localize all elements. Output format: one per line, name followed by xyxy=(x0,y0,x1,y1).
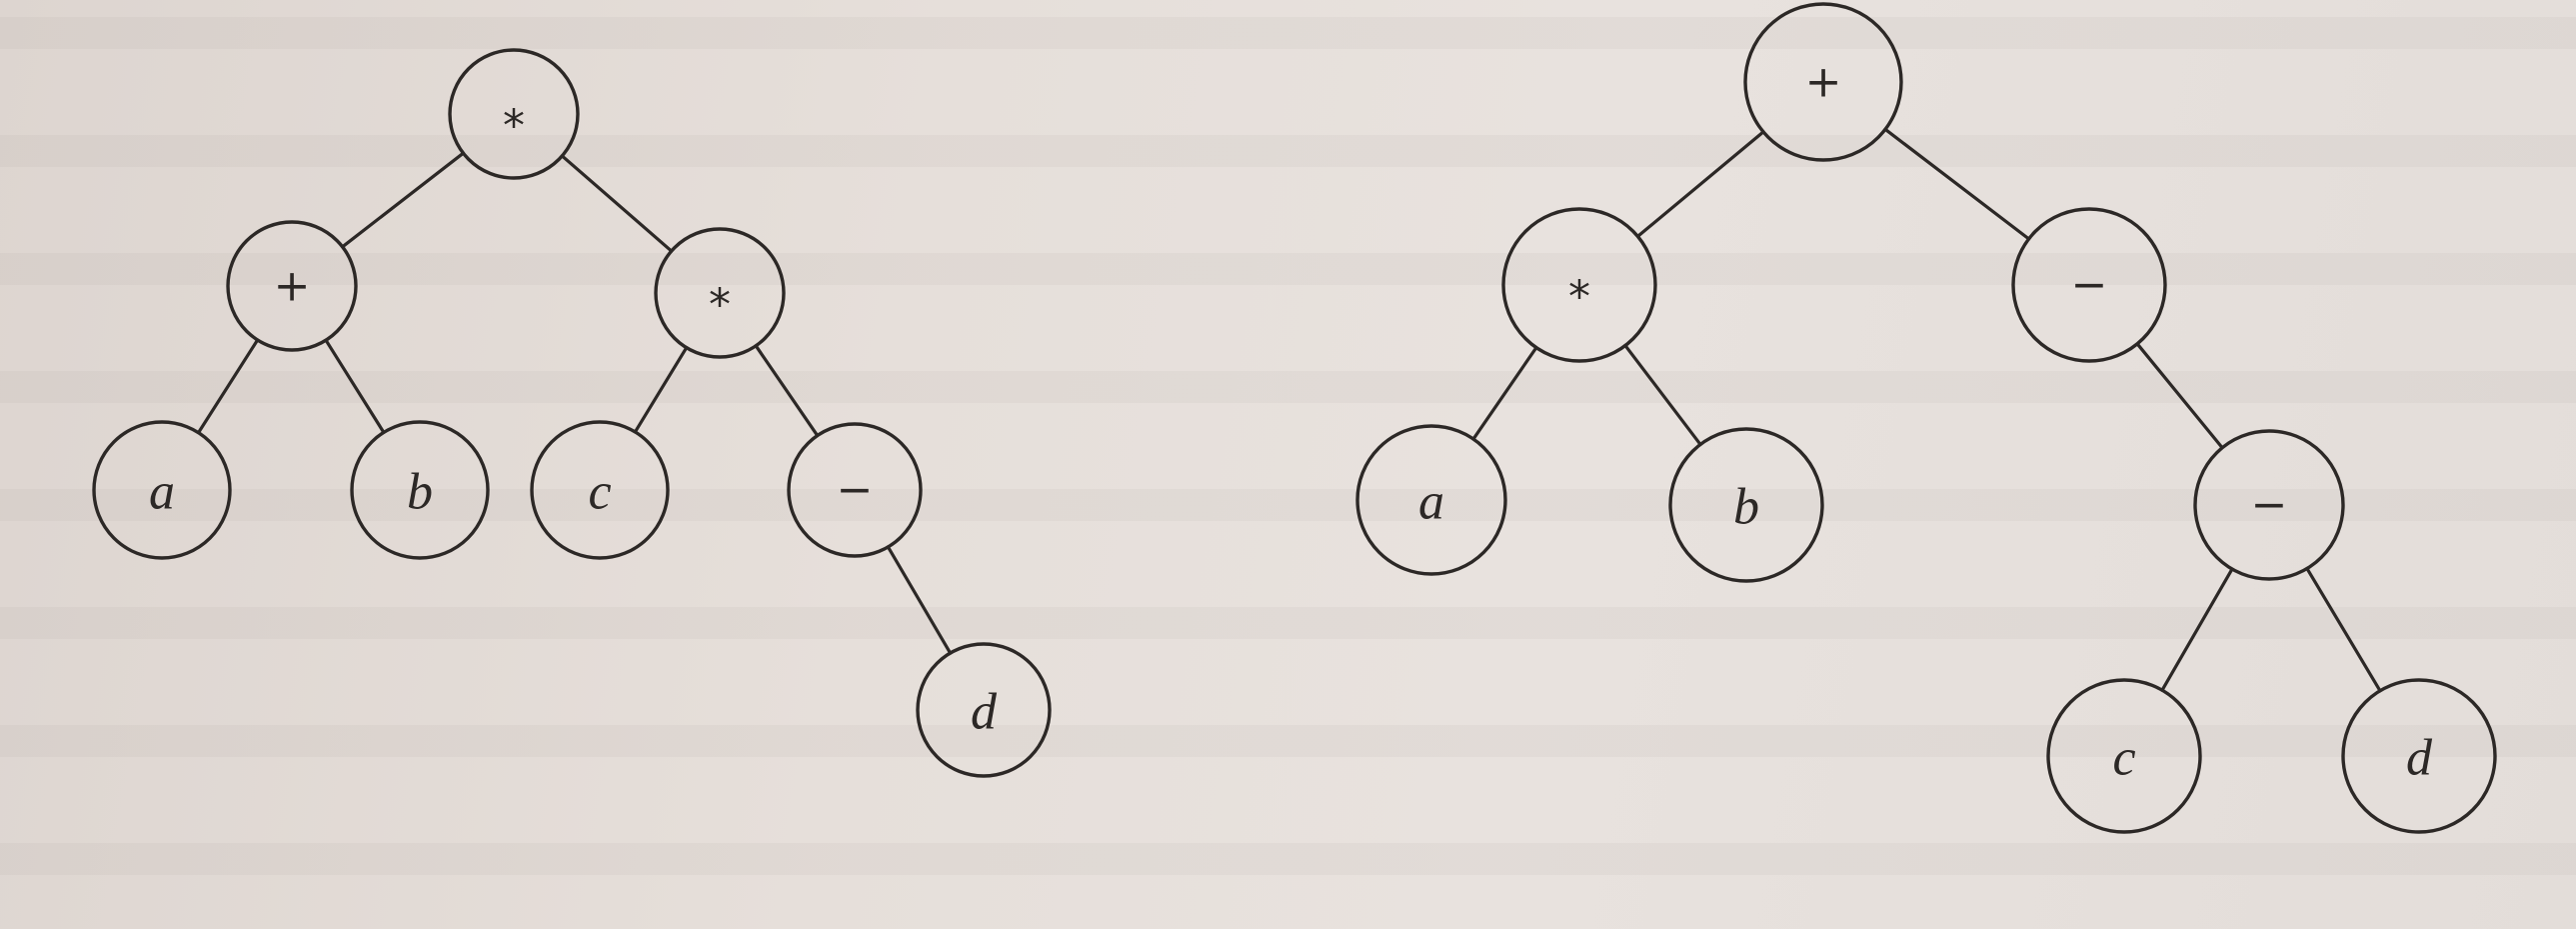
variable-label: a xyxy=(149,464,175,521)
node-circle xyxy=(92,420,232,560)
operator-label: + xyxy=(274,261,311,312)
edge-L1-L3 xyxy=(560,154,674,253)
edge-L7-L8 xyxy=(886,545,953,655)
node-circle xyxy=(2046,678,2202,834)
node-circle xyxy=(916,642,1052,778)
edge-L3-L6 xyxy=(633,346,689,434)
tree-node-L1: * xyxy=(448,48,580,180)
tree-node-R1: + xyxy=(1743,2,1903,162)
variable-label: c xyxy=(2112,730,2135,787)
edge-R1-R3 xyxy=(1883,127,2031,241)
node-circle xyxy=(226,220,358,352)
node-circle xyxy=(1501,207,1657,363)
edge-R1-R2 xyxy=(1635,130,1765,238)
tree-node-L2: + xyxy=(226,220,358,352)
edge-L2-L5 xyxy=(324,338,386,434)
tree-node-R8: d xyxy=(2341,678,2497,834)
tree-node-L8: d xyxy=(916,642,1052,778)
node-circle xyxy=(1355,424,1507,576)
operator-label: * xyxy=(709,280,731,331)
node-circle xyxy=(530,420,670,560)
edge-R6-R7 xyxy=(2160,567,2234,692)
operator-label: * xyxy=(1568,272,1590,323)
tree-node-L3: * xyxy=(654,227,786,359)
edge-R3-R6 xyxy=(2135,342,2224,450)
edge-R2-R4 xyxy=(1471,346,1538,441)
tree-node-R7: c xyxy=(2046,678,2202,834)
operator-label: − xyxy=(2071,260,2108,311)
tree-node-L4: a xyxy=(92,420,232,560)
edge-L1-L2 xyxy=(340,151,466,249)
operator-label: * xyxy=(503,101,525,152)
node-circle xyxy=(1743,2,1903,162)
tree-node-R6: − xyxy=(2193,429,2345,581)
node-circle xyxy=(2341,678,2497,834)
variable-label: a xyxy=(1418,474,1444,531)
variable-label: d xyxy=(2406,730,2433,787)
tree-nodes: * + * a b c − d + * − a b − c d xyxy=(92,2,2497,834)
node-circle xyxy=(448,48,580,180)
tree-node-L6: c xyxy=(530,420,670,560)
operator-label: − xyxy=(2251,480,2288,531)
operator-label: + xyxy=(1805,57,1842,108)
tree-node-L5: b xyxy=(350,420,490,560)
node-circle xyxy=(2193,429,2345,581)
node-circle xyxy=(654,227,786,359)
edge-L2-L4 xyxy=(196,338,260,435)
node-circle xyxy=(787,422,923,558)
tree-node-R2: * xyxy=(1501,207,1657,363)
edge-L3-L7 xyxy=(754,344,820,438)
variable-label: c xyxy=(588,464,611,521)
tree-node-R3: − xyxy=(2011,207,2167,363)
tree-edges xyxy=(196,127,2382,693)
variable-label: b xyxy=(407,464,433,521)
tree-node-R4: a xyxy=(1355,424,1507,576)
node-circle xyxy=(2011,207,2167,363)
node-circle xyxy=(350,420,490,560)
edge-R2-R5 xyxy=(1623,343,1702,447)
tree-node-R5: b xyxy=(1668,427,1824,583)
node-circle xyxy=(1668,427,1824,583)
variable-label: d xyxy=(971,684,998,741)
edge-R6-R8 xyxy=(2305,566,2382,693)
variable-label: b xyxy=(1733,479,1759,536)
operator-label: − xyxy=(837,465,874,516)
tree-node-L7: − xyxy=(787,422,923,558)
